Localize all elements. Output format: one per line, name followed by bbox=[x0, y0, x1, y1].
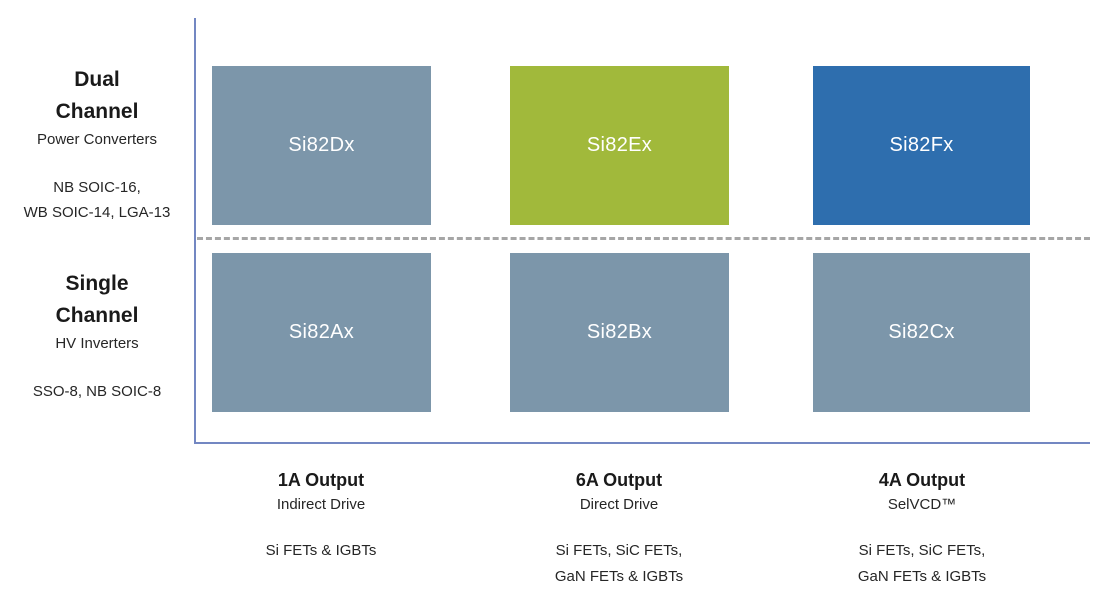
box-label: Si82Ax bbox=[288, 321, 355, 343]
box-si82ex: Si82Ex bbox=[510, 66, 729, 225]
y-axis-line bbox=[194, 18, 196, 444]
box-si82bx: Si82Bx bbox=[510, 253, 729, 412]
row-group-subtitle: Power Converters bbox=[36, 131, 158, 148]
x-axis-line bbox=[194, 442, 1090, 444]
row-group-dual-channel: Dual Channel Power Converters NB SOIC-16… bbox=[0, 64, 194, 225]
column-subtitle: Indirect Drive bbox=[276, 496, 366, 513]
row-group-packages: SSO-8, NB SOIC-8 bbox=[32, 383, 162, 400]
row-divider-dashed-line bbox=[197, 237, 1090, 240]
box-si82dx: Si82Dx bbox=[212, 66, 431, 225]
column-subtitle: SelVCD™ bbox=[887, 496, 957, 513]
box-label: Si82Bx bbox=[586, 321, 653, 343]
row-group-single-channel: Single Channel HV Inverters SSO-8, NB SO… bbox=[0, 268, 194, 404]
column-group-4a-output: 4A Output SelVCD™ Si FETs, SiC FETs, GaN… bbox=[792, 470, 1052, 590]
box-label: Si82Dx bbox=[288, 134, 355, 156]
box-si82fx: Si82Fx bbox=[813, 66, 1030, 225]
column-group-6a-output: 6A Output Direct Drive Si FETs, SiC FETs… bbox=[489, 470, 749, 590]
column-title: 6A Output bbox=[575, 470, 663, 490]
column-group-1a-output: 1A Output Indirect Drive Si FETs & IGBTs bbox=[191, 470, 451, 564]
column-devices: Si FETs, SiC FETs, GaN FETs & IGBTs bbox=[554, 542, 684, 585]
box-si82cx: Si82Cx bbox=[813, 253, 1030, 412]
box-si82ax: Si82Ax bbox=[212, 253, 431, 412]
row-group-packages: NB SOIC-16, WB SOIC-14, LGA-13 bbox=[23, 179, 171, 221]
box-label: Si82Cx bbox=[888, 321, 955, 343]
column-title: 1A Output bbox=[277, 470, 365, 490]
column-devices: Si FETs & IGBTs bbox=[265, 542, 377, 559]
row-group-title: Single Channel bbox=[55, 272, 139, 327]
row-group-title: Dual Channel bbox=[55, 68, 139, 123]
box-label: Si82Fx bbox=[889, 134, 954, 156]
box-label: Si82Ex bbox=[586, 134, 653, 156]
column-devices: Si FETs, SiC FETs, GaN FETs & IGBTs bbox=[857, 542, 987, 585]
column-subtitle: Direct Drive bbox=[579, 496, 659, 513]
column-title: 4A Output bbox=[878, 470, 966, 490]
row-group-subtitle: HV Inverters bbox=[55, 335, 139, 352]
